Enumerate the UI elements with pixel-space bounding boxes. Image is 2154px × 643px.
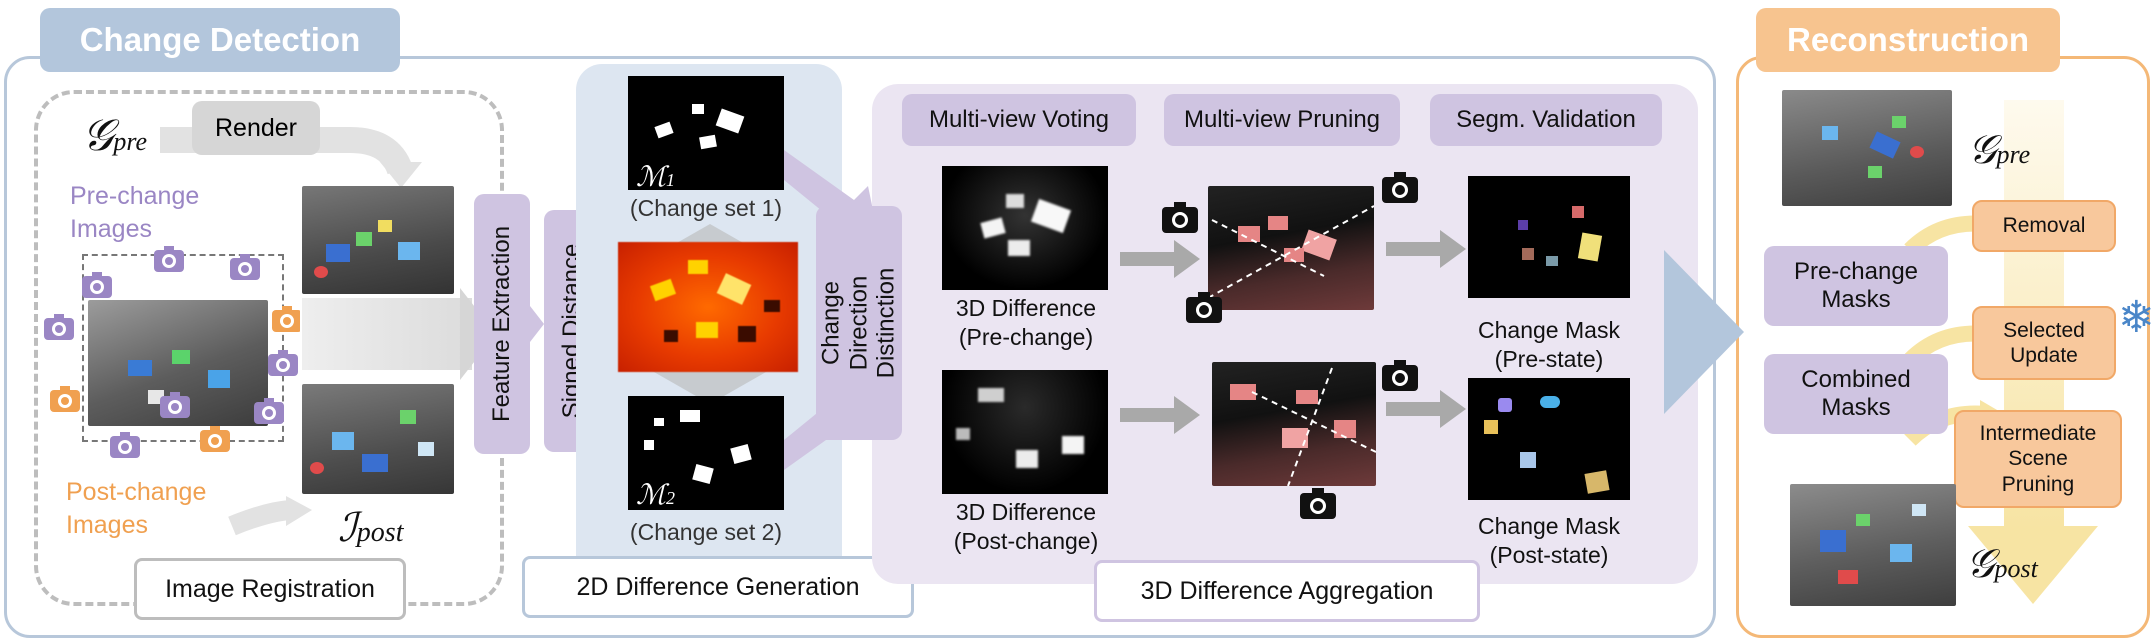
change-mask-post-caption: Change Mask (Post-state) bbox=[1478, 513, 1620, 568]
pruning-post-image bbox=[1212, 362, 1376, 486]
multi-view-voting-label: Multi-view Voting bbox=[902, 94, 1136, 146]
pre-change-images-label: Pre-change Images bbox=[70, 182, 200, 243]
removal-box: Removal bbox=[1972, 200, 2116, 252]
change-set-2-caption: (Change set 2) bbox=[629, 519, 783, 545]
selected-update-box: Selected Update bbox=[1972, 306, 2116, 380]
pruning-pre-image bbox=[1208, 186, 1374, 310]
pruning-pre-rays bbox=[1208, 205, 1374, 299]
recon-post-scene bbox=[1790, 484, 1956, 606]
diff3d-pre-image bbox=[942, 166, 1108, 290]
mask-m2-image bbox=[628, 396, 784, 510]
camera-icon bbox=[1382, 360, 1418, 391]
rendered-image bbox=[302, 186, 454, 294]
camera-icon bbox=[200, 426, 230, 452]
post-image bbox=[302, 384, 454, 494]
change-direction-box: Change Direction Distinction bbox=[816, 206, 902, 440]
change-mask-pre-image bbox=[1468, 176, 1630, 298]
diff3d-post-image bbox=[942, 370, 1108, 494]
i-post-symbol: ℐpost bbox=[338, 505, 404, 550]
reconstruction-title: Reconstruction bbox=[1756, 8, 2060, 72]
feature-to-signed-arrow bbox=[530, 306, 544, 342]
g-pre-symbol: 𝒢pre bbox=[82, 111, 148, 160]
image-registration-label: Image Registration bbox=[134, 558, 406, 620]
diff3d-pre-caption: 3D Difference (Pre-change) bbox=[955, 295, 1097, 350]
change-detection-title: Change Detection bbox=[40, 8, 400, 72]
diff2d-generation-label: 2D Difference Generation bbox=[522, 556, 914, 618]
camera-icon bbox=[44, 314, 74, 340]
diff3d-post-caption: 3D Difference (Post-change) bbox=[953, 499, 1099, 554]
camera-icon bbox=[160, 392, 190, 418]
camera-icons-group bbox=[44, 246, 300, 458]
agg-arrows bbox=[1120, 230, 1466, 434]
m1-symbol: ℳ1 bbox=[636, 162, 675, 193]
recon-pre-scene bbox=[1782, 90, 1952, 206]
render-arrow bbox=[160, 127, 422, 188]
snowflake-icon: ❄ bbox=[2118, 292, 2154, 343]
camera-icon bbox=[1300, 488, 1336, 519]
camera-icon bbox=[272, 306, 300, 332]
change-mask-post-image bbox=[1468, 378, 1630, 500]
combined-masks-box: Combined Masks bbox=[1764, 354, 1948, 434]
camera-icon bbox=[254, 398, 284, 424]
camera-icon bbox=[268, 350, 298, 376]
camera-icon bbox=[1162, 202, 1198, 233]
pre-change-masks-box: Pre-change Masks bbox=[1764, 246, 1948, 326]
camera-icon bbox=[1382, 172, 1418, 203]
camera-icon bbox=[154, 246, 184, 272]
change-mask-pre-caption: Change Mask (Pre-state) bbox=[1478, 317, 1620, 372]
segm-validation-label: Segm. Validation bbox=[1430, 94, 1662, 146]
render-label: Render bbox=[192, 101, 320, 155]
camera-icon bbox=[110, 432, 140, 458]
registration-to-feature-arrow bbox=[302, 298, 472, 370]
post-change-images-label: Post-change Images bbox=[66, 478, 207, 539]
camera-icon bbox=[82, 272, 112, 298]
to-reconstruction-arrow bbox=[1664, 250, 1744, 414]
camera-icon bbox=[50, 386, 80, 412]
post-arrow bbox=[228, 496, 312, 536]
signed-distance-heatmap bbox=[618, 242, 798, 372]
feature-extraction-box: Feature Extraction bbox=[474, 194, 530, 454]
pruning-post-rays bbox=[1251, 367, 1376, 486]
camera-icon bbox=[1186, 292, 1222, 323]
change-set-1-caption: (Change set 1) bbox=[629, 195, 783, 221]
recon-g-post-symbol: 𝒢post bbox=[1966, 541, 2038, 586]
multi-view-pruning-label: Multi-view Pruning bbox=[1164, 94, 1400, 146]
diff3d-aggregation-label: 3D Difference Aggregation bbox=[1094, 560, 1480, 622]
m2-symbol: ℳ2 bbox=[636, 480, 675, 511]
intermediate-scene-pruning-box: Intermediate Scene Pruning bbox=[1954, 410, 2122, 508]
mask-m1-image bbox=[628, 76, 784, 190]
camera-icon bbox=[230, 254, 260, 280]
recon-g-pre-symbol: 𝒢pre bbox=[1968, 127, 2031, 172]
pruning-cameras bbox=[1162, 172, 1418, 519]
